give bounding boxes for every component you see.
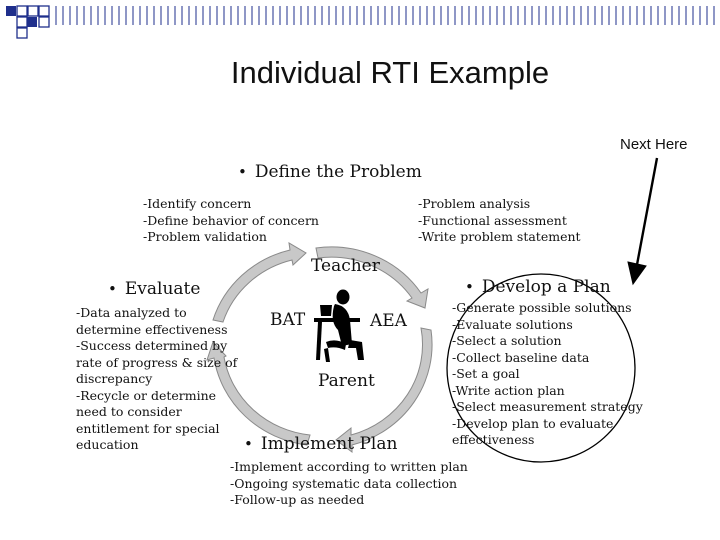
evaluate-list: -Data analyzed to determine effectivenes… xyxy=(76,305,237,454)
bullet-icon: • xyxy=(244,435,253,453)
role-teacher: Teacher xyxy=(311,256,380,276)
list-item: -Develop plan to evaluate xyxy=(452,415,614,431)
list-item: -Problem validation xyxy=(143,229,267,244)
list-item: need to consider xyxy=(76,404,182,419)
role-parent: Parent xyxy=(318,371,375,391)
bullet-icon: • xyxy=(238,163,247,181)
develop-plan-heading: • Develop a Plan xyxy=(465,277,611,297)
list-item: -Write action plan xyxy=(452,382,565,398)
define-right-list: -Problem analysis -Functional assessment… xyxy=(418,196,581,246)
list-item: -Collect baseline data xyxy=(452,349,590,365)
list-item: -Set a goal xyxy=(452,366,520,381)
develop-plan-label: Develop a Plan xyxy=(481,277,611,297)
evaluate-label: Evaluate xyxy=(124,279,201,299)
define-problem-label: Define the Problem xyxy=(254,162,422,182)
list-item: -Evaluate solutions xyxy=(452,316,573,332)
list-item: rate of progress & size of xyxy=(76,354,238,370)
implement-plan-heading: • Implement Plan xyxy=(244,434,397,454)
bullet-icon: • xyxy=(108,280,117,298)
cycle-arrow-bottom xyxy=(206,341,311,446)
person-at-desk-icon xyxy=(314,289,364,362)
list-item: effectiveness xyxy=(452,432,535,447)
list-item: -Follow-up as needed xyxy=(230,492,365,507)
bullet-icon: • xyxy=(465,278,474,296)
next-here-label: Next Here xyxy=(620,136,688,153)
list-item: discrepancy xyxy=(76,371,153,386)
list-item: -Select measurement strategy xyxy=(452,399,643,414)
list-item: -Write problem statement xyxy=(418,229,581,244)
define-problem-heading: • Define the Problem xyxy=(238,162,422,182)
slide-title: Individual RTI Example xyxy=(230,55,550,90)
list-item: -Ongoing systematic data collection xyxy=(230,475,458,491)
list-item: -Problem analysis xyxy=(418,196,531,211)
cycle-arrow-top xyxy=(315,246,429,309)
implement-plan-list: -Implement according to written plan -On… xyxy=(230,459,468,509)
cycle-arrow-left xyxy=(212,242,307,323)
develop-plan-list: -Generate possible solutions -Evaluate s… xyxy=(452,300,643,449)
list-item: -Implement according to written plan xyxy=(230,459,468,474)
list-item: -Recycle or determine xyxy=(76,387,217,403)
role-aea: AEA xyxy=(370,311,407,331)
list-item: -Success determined by xyxy=(76,338,228,353)
list-item: -Select a solution xyxy=(452,333,562,348)
cycle-arrow-right xyxy=(335,327,433,453)
list-item: determine effectiveness xyxy=(76,321,228,337)
role-bat: BAT xyxy=(270,310,306,330)
list-item: -Functional assessment xyxy=(418,212,567,228)
develop-plan-highlight-circle xyxy=(446,273,636,463)
implement-plan-label: Implement Plan xyxy=(260,434,398,454)
define-left-list: -Identify concern -Define behavior of co… xyxy=(143,196,319,246)
evaluate-heading: • Evaluate xyxy=(108,279,200,299)
list-item: -Identify concern xyxy=(143,196,252,211)
next-here-arrow xyxy=(627,157,659,286)
list-item: entitlement for special xyxy=(76,420,220,436)
list-item: -Define behavior of concern xyxy=(143,212,319,228)
list-item: -Generate possible solutions xyxy=(452,300,632,315)
list-item: -Data analyzed to xyxy=(76,305,187,320)
list-item: education xyxy=(76,437,139,452)
